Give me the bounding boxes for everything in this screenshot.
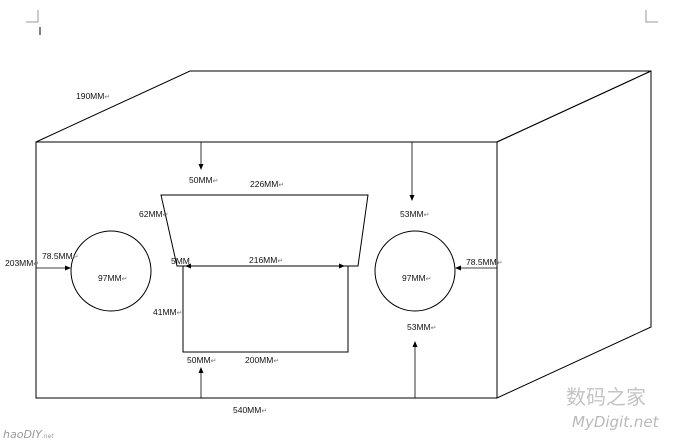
label-circle-left-diameter: 97MM↵ xyxy=(98,273,128,283)
label-top-gap-right: 53MM↵ xyxy=(400,209,430,219)
watermark-chinese: 数码之家 xyxy=(566,385,646,409)
arrow-right-side xyxy=(455,265,497,271)
label-rectangle-height: 41MM↵ xyxy=(153,307,183,317)
arrow-left-side xyxy=(36,265,71,271)
label-bottom-gap-left: 50MM↵ xyxy=(187,355,217,365)
label-trapezoid-height: 62MM↵ xyxy=(139,209,169,219)
watermark-left: haoDIY.net xyxy=(3,428,54,441)
page-corner-top-right xyxy=(645,10,658,23)
label-top-width: 226MM↵ xyxy=(250,179,284,189)
label-circle-right-margin: 78.5MM↵ xyxy=(466,257,503,267)
label-step: 5MM xyxy=(171,256,190,266)
arrow-inner-width xyxy=(185,263,345,269)
label-total-width: 540MM↵ xyxy=(233,405,267,415)
label-circle-left-margin: 78.5MM↵ xyxy=(42,251,79,261)
rectangle-opening xyxy=(182,266,349,353)
watermark-english: MyDigit.net xyxy=(572,413,660,431)
label-top-gap-left: 50MM↵ xyxy=(189,175,219,185)
arrow-bottom-left xyxy=(198,367,204,398)
box-top-face xyxy=(35,70,652,143)
label-inner-width: 216MM↵ xyxy=(249,255,283,265)
label-height: 203MM↵ xyxy=(5,258,39,268)
label-circle-right-diameter: 97MM↵ xyxy=(402,273,432,283)
arrow-top-right xyxy=(409,142,415,201)
label-bottom-gap-right: 53MM↵ xyxy=(407,322,437,332)
page-corner-top-left xyxy=(26,10,39,23)
label-depth: 190MM↵ xyxy=(76,91,110,101)
arrow-top-left xyxy=(198,142,204,170)
box-side-face xyxy=(496,70,652,399)
speaker-hole-right xyxy=(374,230,456,312)
arrow-bottom-right xyxy=(412,341,418,398)
label-bottom-width: 200MM↵ xyxy=(245,355,279,365)
trapezoid-opening xyxy=(160,194,369,267)
speaker-hole-left xyxy=(70,230,152,312)
